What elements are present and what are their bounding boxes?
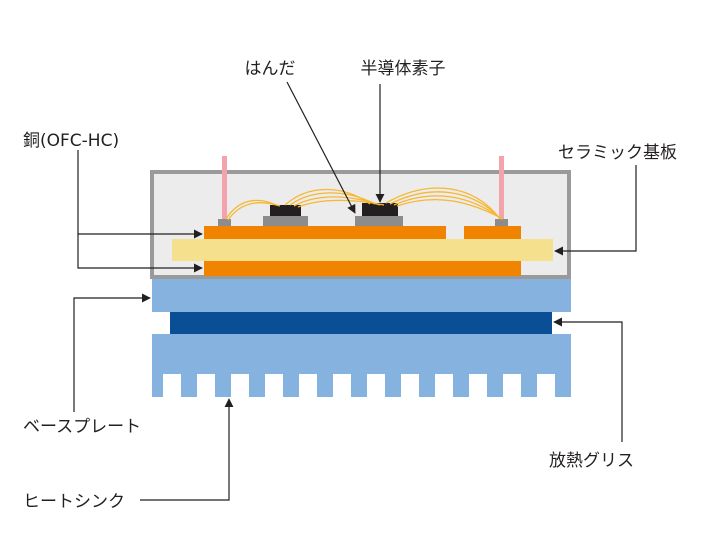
leader-lines (73, 81, 637, 501)
semiconductor-label: 半導体素子 (361, 59, 446, 79)
copper-top-pad-right (464, 226, 521, 239)
thermal-grease-layer (170, 312, 552, 334)
copper-top-pad-main (204, 226, 446, 239)
terminal-foot-right (495, 219, 508, 226)
copper-leader-line-bottom (77, 234, 203, 273)
base-plate (152, 277, 571, 312)
bonding-wires (225, 187, 504, 221)
solder-layer-left (263, 216, 308, 226)
terminal-left (222, 156, 227, 221)
solder-label: はんだ (245, 59, 296, 79)
thermal-grease-leader-line (553, 317, 623, 442)
heat-sink-leader-line (140, 398, 234, 501)
base-plate-label: ベースプレート (23, 417, 141, 437)
base-plate-leader-line (73, 293, 151, 412)
semiconductor-chip-right (362, 203, 398, 216)
semiconductor-chip-left (270, 205, 301, 216)
heat-sink-label: ヒートシンク (23, 492, 125, 512)
copper-label: 銅(OFC-HC) (23, 131, 119, 151)
solder-layer-right (355, 216, 403, 226)
thermal-grease-label: 放熱グリス (549, 451, 634, 471)
ceramic-substrate-leader-line (554, 165, 637, 256)
terminal-right (499, 156, 504, 221)
ceramic-substrate-label: セラミック基板 (558, 143, 677, 163)
ceramic-substrate (172, 239, 553, 261)
terminal-foot-left (218, 219, 231, 226)
copper-bottom-layer (204, 261, 521, 276)
heat-sink (152, 334, 571, 397)
solder-leader-line (286, 81, 356, 214)
